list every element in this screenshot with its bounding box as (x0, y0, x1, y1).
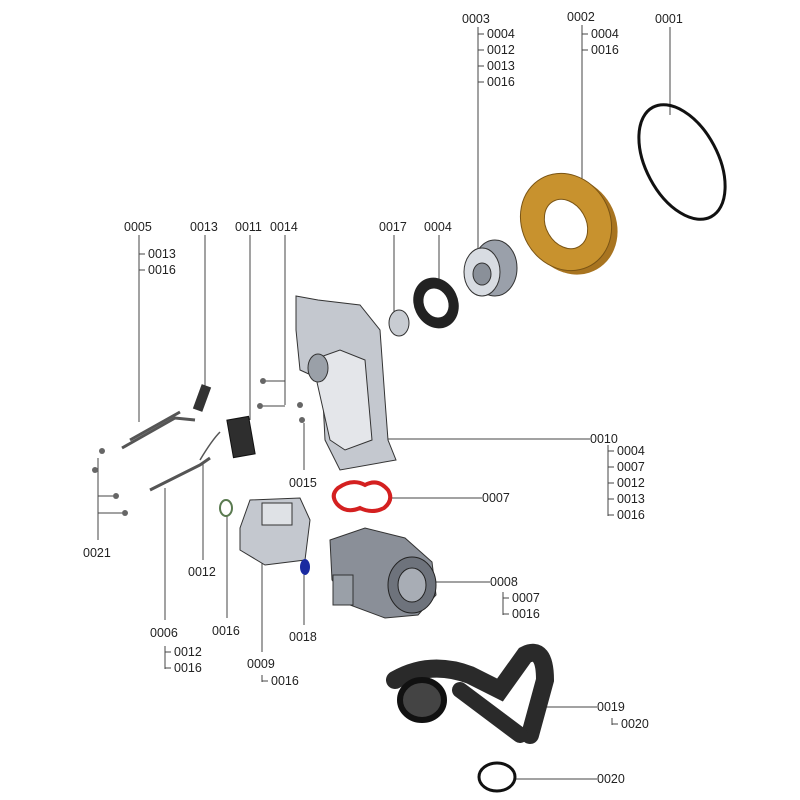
sub-callout-0016[interactable]: 0016 (174, 661, 202, 675)
sub-callout-0013[interactable]: 0013 (487, 59, 515, 73)
callout-0020[interactable]: 0020 (597, 772, 625, 786)
callout-0016[interactable]: 0016 (212, 624, 240, 638)
callout-0014[interactable]: 0014 (270, 220, 298, 234)
part-0017-sight-glass[interactable] (388, 309, 410, 337)
sub-callout-0012[interactable]: 0012 (617, 476, 645, 490)
callout-0017[interactable]: 0017 (379, 220, 407, 234)
leader-lines (95, 25, 671, 780)
callout-0009[interactable]: 0009 (247, 657, 275, 671)
sub-callout-0004[interactable]: 0004 (487, 27, 515, 41)
callout-0007[interactable]: 0007 (482, 491, 510, 505)
callout-0019[interactable]: 0019 (597, 700, 625, 714)
part-0008-fan[interactable] (329, 527, 437, 619)
sub-callout-0007[interactable]: 0007 (617, 460, 645, 474)
part-0012-cable[interactable] (199, 431, 221, 461)
callout-0021[interactable]: 0021 (83, 546, 111, 560)
callout-0015[interactable]: 0015 (289, 476, 317, 490)
part-0003-burner[interactable] (463, 239, 518, 297)
sub-callout-0016[interactable]: 0016 (591, 43, 619, 57)
sub-callout-0004[interactable]: 0004 (591, 27, 619, 41)
callout-0008[interactable]: 0008 (490, 575, 518, 589)
part-0013-gasket[interactable] (192, 384, 212, 412)
part-0007-red-gasket[interactable] (331, 480, 393, 513)
sub-callout-0013[interactable]: 0013 (148, 247, 176, 261)
part-0004-gasket[interactable] (405, 270, 467, 336)
sub-callout-0016[interactable]: 0016 (271, 674, 299, 688)
callout-0002[interactable]: 0002 (567, 10, 595, 24)
sub-callout-0012[interactable]: 0012 (174, 645, 202, 659)
part-0021-screws[interactable] (92, 448, 128, 516)
callout-0010[interactable]: 0010 (590, 432, 618, 446)
sub-callout-0013[interactable]: 0013 (617, 492, 645, 506)
callout-0018[interactable]: 0018 (289, 630, 317, 644)
sub-callout-0016[interactable]: 0016 (617, 508, 645, 522)
sub-callout-0004[interactable]: 0004 (617, 444, 645, 458)
callout-0006[interactable]: 0006 (150, 626, 178, 640)
callout-0012[interactable]: 0012 (188, 565, 216, 579)
part-0018-clip[interactable] (300, 559, 310, 575)
part-0002-insulation-ring[interactable] (503, 157, 635, 292)
part-0009-gas-valve[interactable] (239, 497, 311, 566)
sub-callout-0020[interactable]: 0020 (621, 717, 649, 731)
callout-0001[interactable]: 0001 (655, 12, 683, 26)
callout-0013[interactable]: 0013 (190, 220, 218, 234)
part-0010-air-box[interactable] (295, 295, 397, 471)
part-0014-screws[interactable] (257, 378, 303, 409)
callout-0005[interactable]: 0005 (124, 220, 152, 234)
sub-callout-0016[interactable]: 0016 (512, 607, 540, 621)
part-0005-ignition-electrode[interactable] (121, 410, 196, 450)
part-0019-air-hose[interactable] (386, 643, 555, 744)
callout-0003[interactable]: 0003 (462, 12, 490, 26)
sub-callout-0016[interactable]: 0016 (148, 263, 176, 277)
part-0016-o-ring[interactable] (219, 499, 233, 517)
part-0006-ionisation-electrode[interactable] (149, 456, 211, 492)
sub-callout-0007[interactable]: 0007 (512, 591, 540, 605)
callout-0011[interactable]: 0011 (235, 220, 262, 234)
part-0015-screw[interactable] (299, 417, 305, 423)
part-0011-ignition-unit[interactable] (226, 415, 256, 459)
part-0020-o-ring[interactable] (477, 761, 517, 793)
sub-callout-0016[interactable]: 0016 (487, 75, 515, 89)
callout-0004[interactable]: 0004 (424, 220, 452, 234)
part-0001-ring[interactable] (621, 90, 743, 233)
sub-callout-0012[interactable]: 0012 (487, 43, 515, 57)
